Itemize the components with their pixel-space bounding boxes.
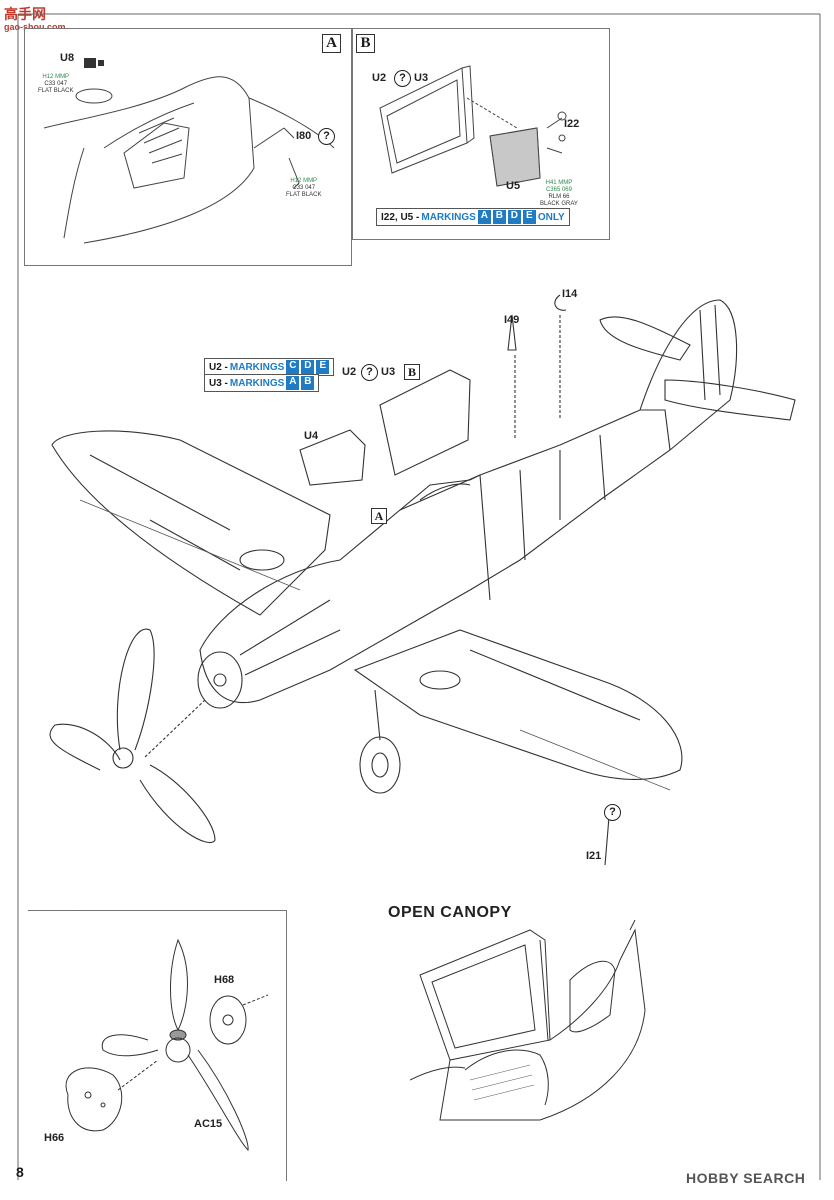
page-number: 8 [16, 1164, 24, 1180]
prop-inset-panel [28, 910, 287, 1181]
marking-chip: E [522, 210, 536, 224]
paint-callout-2: H12 MMP C33 047 FLAT BLACK [286, 178, 321, 199]
markings-word: MARKINGS [229, 377, 285, 389]
marking-chip: D [507, 210, 521, 224]
marking-chip: B [492, 210, 506, 224]
part-h66-label: H66 [44, 1132, 65, 1144]
marking-chip: D [301, 360, 315, 374]
marking-chip: C [286, 360, 300, 374]
panel-a-fuselage-drawing [43, 58, 335, 244]
markings-prefix: U2 - [209, 361, 228, 373]
marking-chip: A [286, 376, 300, 390]
part-u2-label: U2 [372, 72, 387, 84]
paint-callout-line: BLACK GRAY [540, 201, 578, 207]
part-u5-label: U5 [506, 180, 521, 192]
part-i49-label: I49 [504, 314, 520, 326]
part-u8-label: U8 [60, 52, 75, 64]
part-u3-label: U3 [381, 366, 396, 378]
prop-inset-drawing [65, 910, 269, 1152]
paint-callout-line: FLAT BLACK [286, 192, 322, 198]
paint-callout-line: C33 047 [44, 81, 68, 87]
question-icon: ? [318, 128, 335, 145]
watermark-url: gao-shou.com [4, 22, 66, 32]
markings-word: MARKINGS [421, 211, 476, 223]
open-canopy-title: OPEN CANOPY [388, 904, 512, 921]
main-aircraft-drawing [49, 294, 796, 866]
markings-note-i22-u5: I22, U5 - MARKINGS A B D E ONLY [376, 208, 570, 226]
marking-chip: B [301, 376, 315, 390]
part-i21-label: I21 [586, 850, 602, 862]
paint-callout-line: C365 069 [545, 187, 572, 193]
markings-prefix: I22, U5 - [381, 211, 420, 223]
markings-note-u3: U3 - MARKINGS A B [204, 374, 320, 392]
markings-suffix: ONLY [537, 211, 565, 223]
paint-callout-line: RLM 66 [548, 194, 570, 200]
ref-b-box: B [404, 364, 420, 380]
panel-b [352, 28, 610, 240]
markings-prefix: U3 - [209, 377, 228, 389]
ref-a-box: A [371, 508, 387, 524]
markings-word: MARKINGS [229, 361, 285, 373]
paint-callout-line: H12 MMP [42, 74, 70, 80]
paint-callout-line: H41 MMP [545, 180, 573, 186]
panel-a [24, 28, 352, 266]
part-ac15-label: AC15 [194, 1118, 223, 1130]
question-icon: ? [394, 70, 411, 87]
part-h68-label: H68 [214, 974, 235, 986]
question-icon: ? [361, 364, 378, 381]
part-u4-label: U4 [304, 430, 319, 442]
part-u2-label: U2 [342, 366, 357, 378]
paint-callout-line: FLAT BLACK [38, 88, 74, 94]
panel-b-canopy-drawing [379, 65, 567, 187]
marking-chip: E [316, 360, 330, 374]
paint-callout-3: H41 MMP C365 069 RLM 66 BLACK GRAY [540, 180, 578, 208]
panel-a-letter: A [322, 34, 341, 53]
part-i22-label: I22 [564, 118, 580, 130]
marking-chip: A [477, 210, 491, 224]
part-i14-label: I14 [562, 288, 578, 300]
panel-b-letter: B [356, 34, 375, 53]
paint-callout-line: H12 MMP [290, 178, 318, 184]
part-u3-label: U3 [414, 72, 429, 84]
open-canopy-drawing [410, 920, 646, 1121]
question-icon: ? [604, 804, 621, 821]
paint-callout-line: C33 047 [292, 185, 316, 191]
part-i80-label: I80 [296, 130, 312, 142]
paint-callout-1: H12 MMP C33 047 FLAT BLACK [38, 74, 73, 95]
hobby-search-text: HOBBY SEARCH [686, 1170, 806, 1186]
hobby-search-logo: HOBBY SEARCH [686, 1170, 805, 1186]
